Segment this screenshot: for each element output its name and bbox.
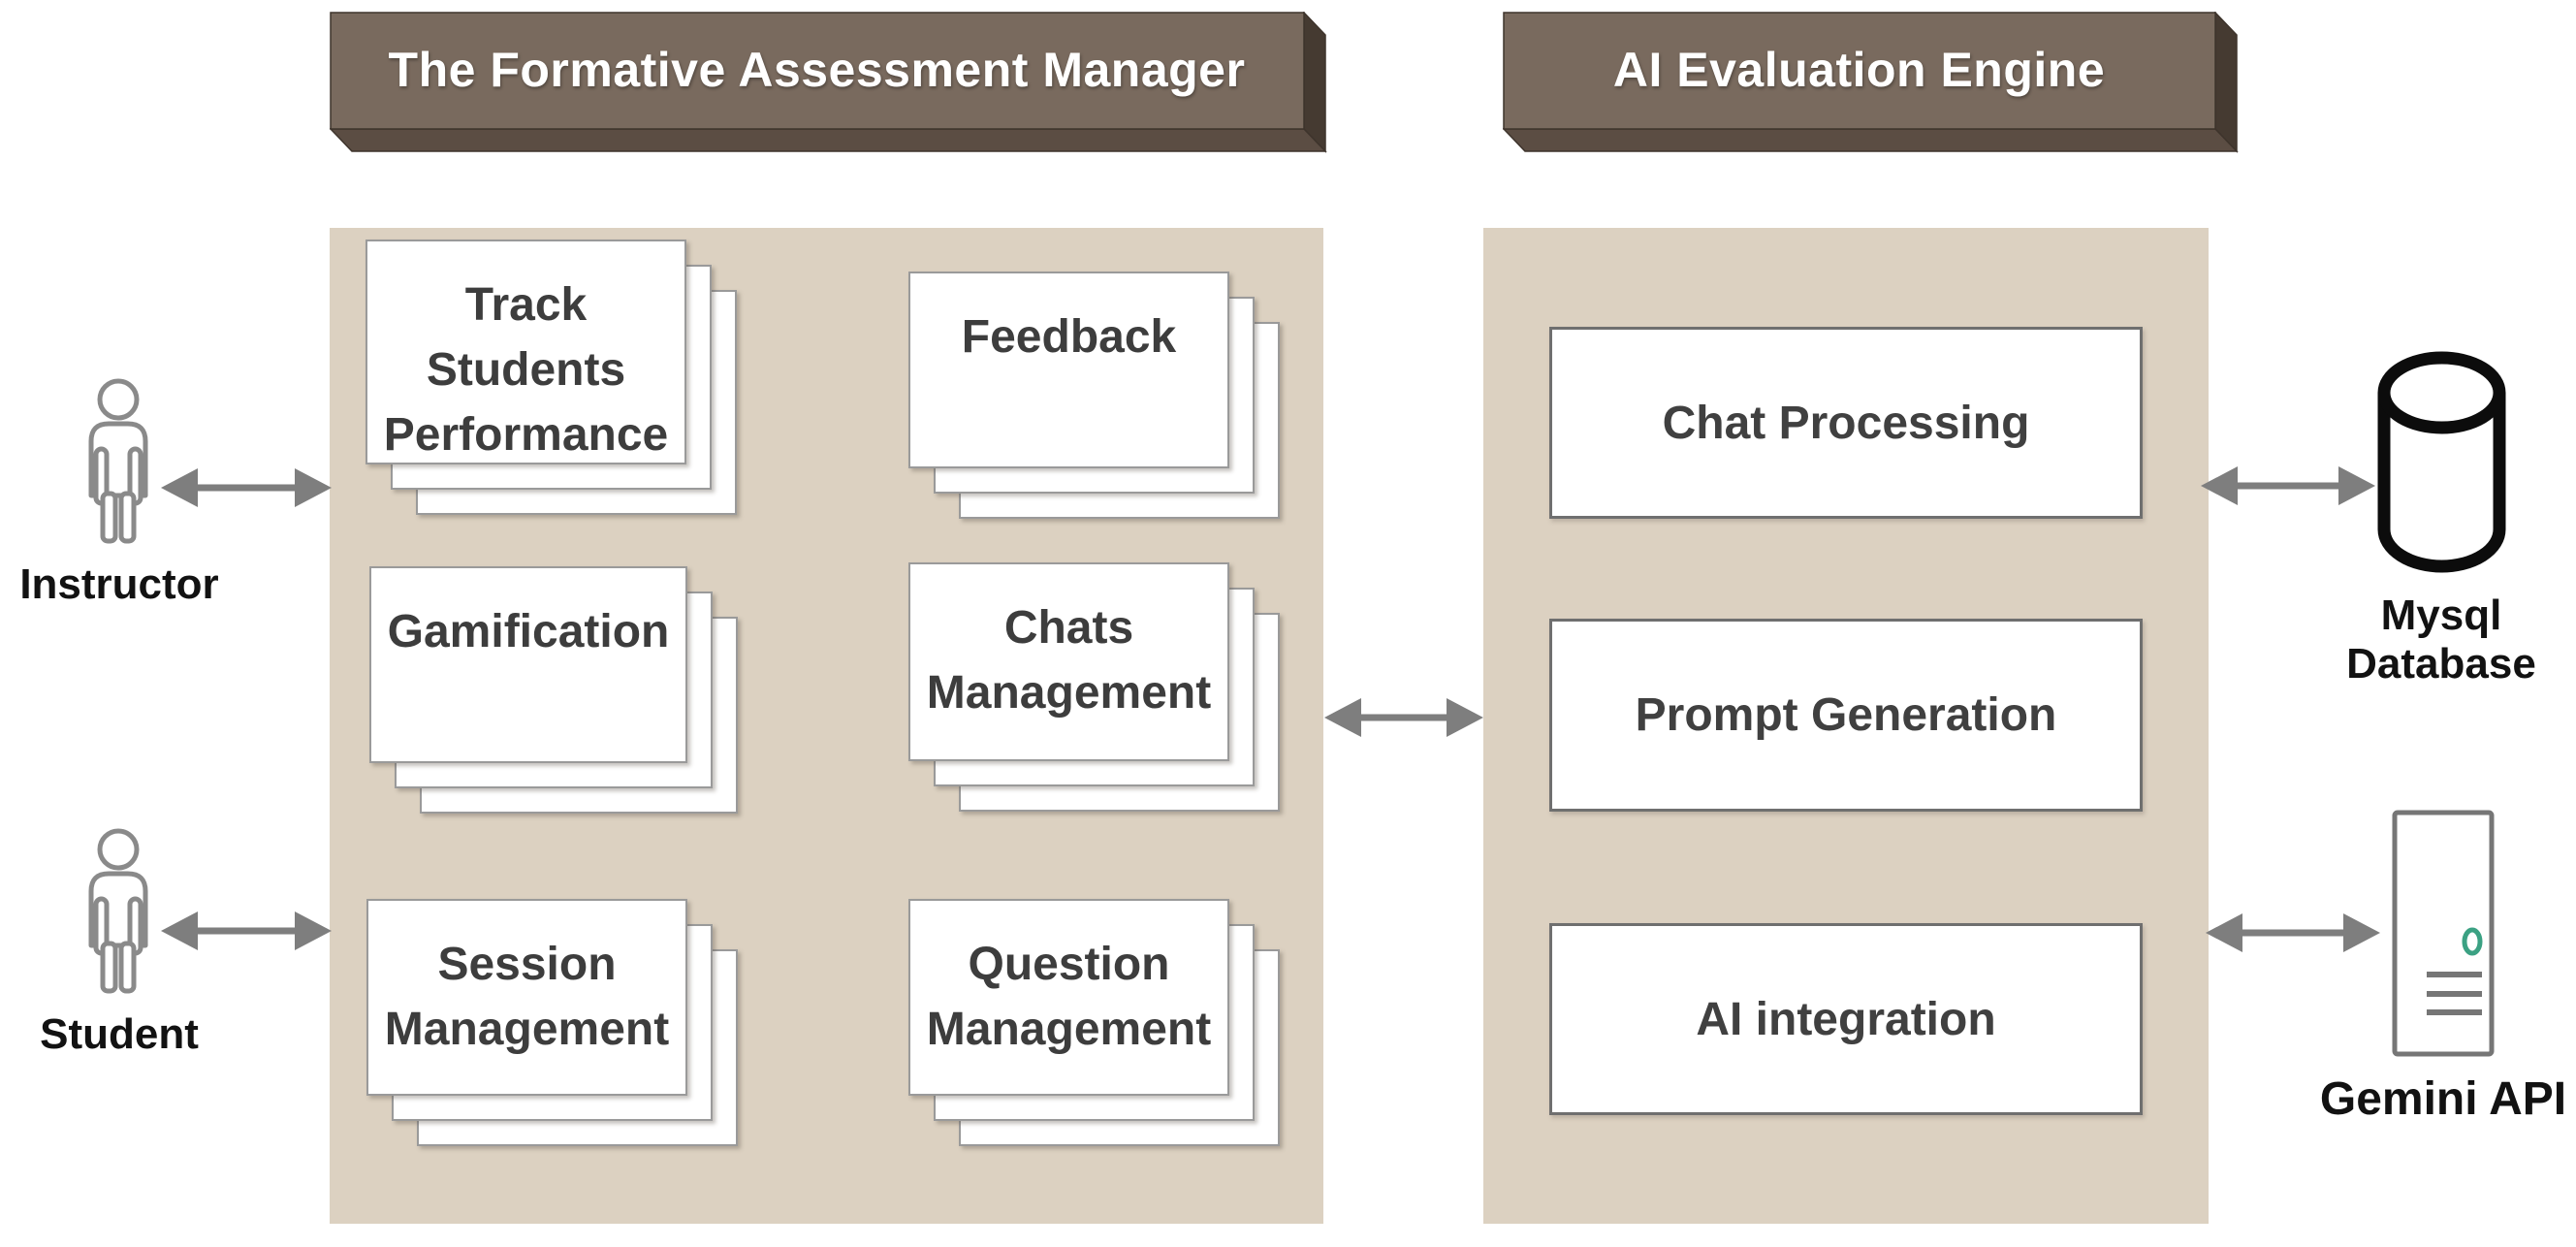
module-label: Gamification [387, 606, 670, 657]
mysql-database-label: Mysql Database [2346, 592, 2536, 687]
module-card-track-students-performance: Track Students Performance [366, 240, 737, 515]
header-slab-engine: AI Evaluation Engine [1503, 12, 2239, 153]
header-engine-title: AI Evaluation Engine [1612, 43, 2106, 97]
card-front-layer [369, 566, 687, 763]
student-label: Student [40, 1010, 199, 1058]
module-card-question-management: Question Management [908, 899, 1280, 1146]
engine-box-chat-processing: Chat Processing [1549, 327, 2143, 519]
module-label: Feedback [961, 311, 1177, 363]
module-card-chats-management: Chats Management [908, 562, 1280, 812]
instructor-fam-double-arrow-icon [161, 468, 332, 507]
slab-3d-shape [1503, 12, 2239, 153]
card-front-layer [366, 899, 687, 1096]
engine-box-prompt-generation: Prompt Generation [1549, 619, 2143, 812]
slab-3d-shape [330, 12, 1327, 153]
gemini-api-server-icon [2392, 810, 2495, 1057]
module-card-feedback: Feedback [908, 272, 1280, 519]
module-label: Question Management [926, 939, 1212, 1055]
engine-mysql-double-arrow-icon [2201, 466, 2375, 505]
engine-gemini-double-arrow-icon [2206, 913, 2380, 952]
mysql-database-cylinder-icon [2377, 351, 2506, 573]
card-front-layer [908, 272, 1229, 468]
card-front-layer [908, 562, 1229, 761]
module-card-gamification: Gamification [369, 566, 738, 814]
header-slab-fam: The Formative Assessment Manager [330, 12, 1327, 153]
gemini-api-label: Gemini API [2319, 1073, 2567, 1125]
student-person-icon [88, 828, 148, 994]
module-label: Session Management [384, 939, 670, 1055]
instructor-person-icon [88, 378, 148, 544]
engine-box-ai-integration: AI integration [1549, 923, 2143, 1115]
card-front-layer [908, 899, 1229, 1096]
server-led-icon [2462, 927, 2483, 956]
module-label: Chats Management [926, 602, 1212, 719]
student-fam-double-arrow-icon [161, 911, 332, 950]
fam-engine-double-arrow-icon [1324, 698, 1483, 737]
module-card-session-management: Session Management [366, 899, 738, 1146]
card-front-layer [366, 240, 686, 464]
module-label: Track Students Performance [383, 279, 669, 461]
instructor-label: Instructor [19, 560, 219, 608]
header-fam-title: The Formative Assessment Manager [388, 43, 1246, 97]
